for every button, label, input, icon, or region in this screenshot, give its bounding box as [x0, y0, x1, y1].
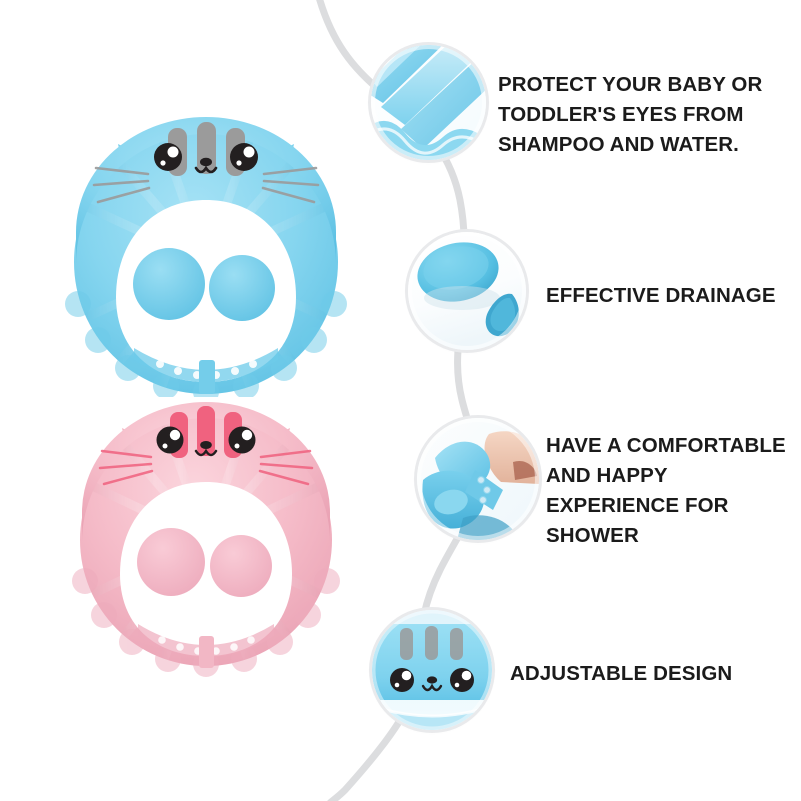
blue-strap	[134, 348, 278, 394]
callout-visor-edge	[371, 45, 486, 160]
pink-cat-shower-cap	[66, 378, 346, 678]
blue-cat-shower-cap	[56, 92, 356, 397]
pink-strap	[138, 624, 274, 668]
feature-label-protect-eyes: PROTECT YOUR BABY OR TODDLER'S EYES FROM…	[498, 73, 763, 156]
callout-drainage	[408, 232, 526, 350]
callout-comfort	[417, 418, 539, 540]
feature-label-adjustable-design: ADJUSTABLE DESIGN	[510, 662, 733, 685]
callout-adjustable	[372, 610, 492, 730]
feature-label-comfortable-experience: HAVE A COMFORTABLE AND HAPPY EXPERIENCE …	[546, 434, 786, 547]
feature-label-effective-drainage: EFFECTIVE DRAINAGE	[546, 284, 776, 307]
